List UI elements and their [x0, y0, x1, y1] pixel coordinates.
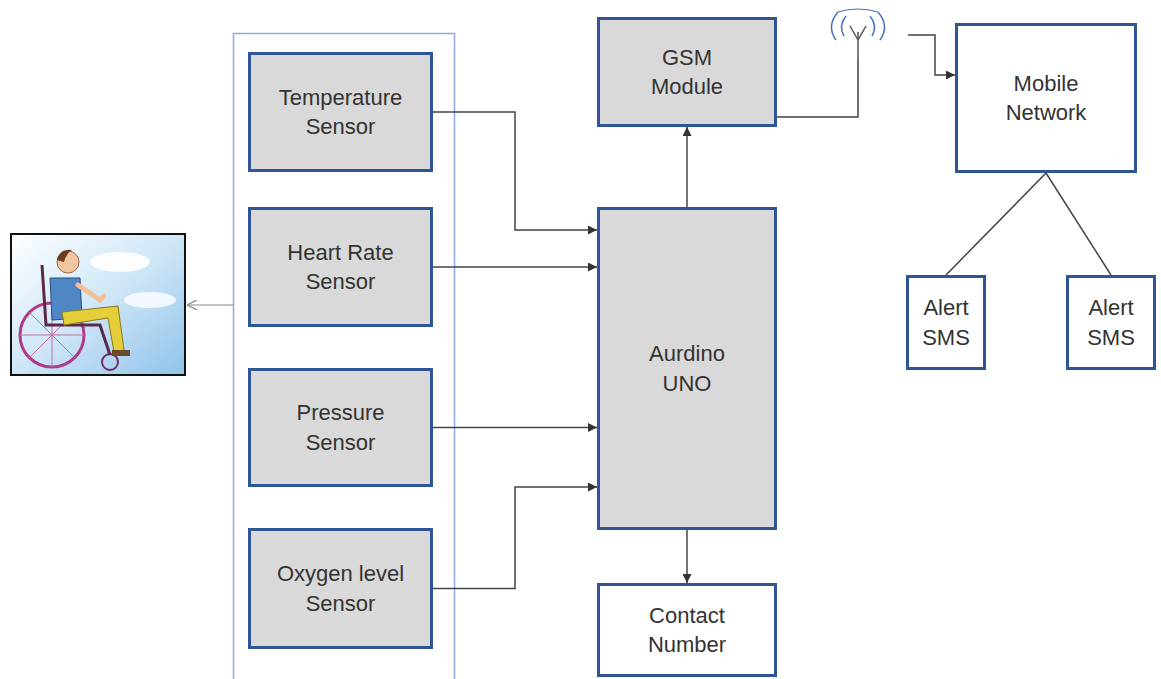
connector-line [946, 173, 1046, 275]
small-wheel [102, 354, 118, 370]
box-label: Heart Rate Sensor [266, 238, 416, 296]
radio-wave [831, 12, 838, 40]
box-label: Contact Number [637, 601, 737, 659]
component-box: Alert SMS [1066, 275, 1156, 370]
connector-line [433, 266, 597, 268]
component-box: Heart Rate Sensor [248, 207, 433, 327]
antenna-arm [858, 26, 866, 40]
arm [78, 285, 104, 300]
component-box: Contact Number [597, 583, 777, 677]
picture-frame [11, 234, 185, 375]
shoe [112, 350, 130, 356]
trousers [62, 306, 124, 352]
box-label: Temperature Sensor [266, 83, 416, 141]
antenna-mast [857, 32, 859, 58]
cloud [90, 252, 150, 272]
connector-line [433, 427, 597, 429]
component-box: Oxygen level Sensor [248, 528, 433, 649]
cloud [124, 292, 176, 308]
connector-line [433, 487, 597, 589]
connector-line [777, 35, 955, 117]
radio-wave [838, 9, 878, 12]
box-label: Alert SMS [916, 293, 976, 351]
antenna-arm [850, 26, 858, 40]
radio-wave [878, 12, 885, 40]
box-label: Aurdino UNO [637, 339, 737, 397]
box-label: Mobile Network [991, 69, 1101, 127]
connector-line [1046, 173, 1111, 275]
box-label: Oxygen level Sensor [266, 559, 416, 617]
connector-line [433, 112, 597, 230]
component-box: Temperature Sensor [248, 52, 433, 172]
component-box: Pressure Sensor [248, 368, 433, 487]
connector-line [686, 530, 688, 583]
hair [57, 250, 72, 262]
component-box: Alert SMS [906, 275, 986, 370]
component-box: Aurdino UNO [597, 207, 777, 530]
patient-illustration [11, 234, 185, 375]
box-label: Pressure Sensor [266, 398, 416, 456]
radio-wave [870, 16, 875, 36]
radio-wave [841, 16, 846, 36]
box-label: Alert SMS [1081, 293, 1141, 351]
sensor-group-frame [234, 34, 455, 679]
antenna-symbol [831, 9, 884, 58]
component-box: Mobile Network [955, 23, 1137, 173]
component-box: GSM Module [597, 17, 777, 127]
box-label: GSM Module [631, 43, 743, 101]
patient-arrow [187, 304, 233, 305]
connector-line [686, 127, 688, 207]
